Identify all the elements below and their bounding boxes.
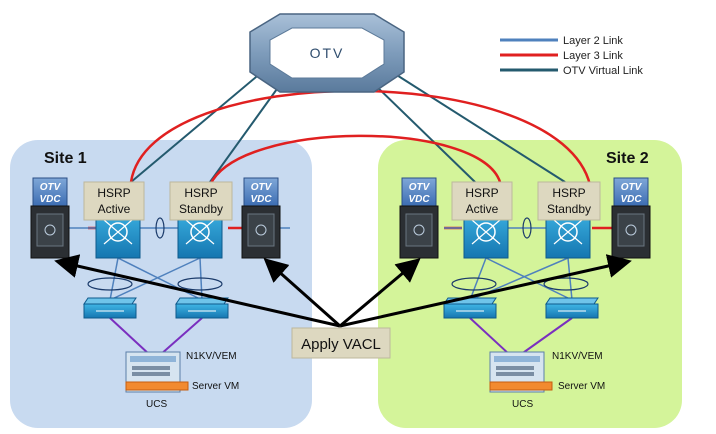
svg-text:Active: Active	[466, 202, 499, 216]
otv-cloud: OTV	[249, 13, 405, 93]
svg-text:OTV: OTV	[409, 182, 431, 193]
hsrp-active-site2: HSRP Active	[451, 181, 513, 221]
ucs-label-site1: UCS	[146, 399, 167, 410]
vacl-arrows	[54, 254, 632, 328]
otv-vdc-site2-left: OTV VDC	[399, 177, 439, 259]
svg-text:VDC: VDC	[39, 194, 61, 205]
svg-text:OTV: OTV	[40, 182, 62, 193]
access-switch-site2-a	[443, 297, 497, 319]
svg-text:HSRP: HSRP	[184, 186, 217, 200]
legend-layer2: Layer 2 Link	[563, 35, 623, 47]
site2-label: Site 2	[606, 150, 649, 167]
svg-text:HSRP: HSRP	[552, 186, 585, 200]
otv-vdc-site1-right: OTV VDC	[241, 177, 281, 259]
n1kv-label-site2: N1KV/VEM	[552, 351, 603, 362]
hsrp-standby-site1: HSRP Standby	[169, 181, 233, 221]
port-channel-marks	[87, 217, 589, 291]
svg-text:VDC: VDC	[408, 194, 430, 205]
access-switch-site1-a	[83, 297, 137, 319]
server-vm-label-site1: Server VM	[192, 381, 239, 392]
svg-text:OTV: OTV	[251, 182, 273, 193]
access-switch-site2-b	[545, 297, 599, 319]
legend: Layer 2 Link Layer 3 Link OTV Virtual Li…	[500, 35, 643, 77]
apply-vacl-callout: Apply VACL	[291, 327, 391, 359]
server-links	[109, 317, 573, 356]
hsrp-active-site1: HSRP Active	[83, 181, 145, 221]
core-switch-site2-b	[545, 205, 591, 259]
access-switch-site1-b	[175, 297, 229, 319]
otv-label: OTV	[310, 45, 345, 61]
svg-text:Standby: Standby	[179, 202, 223, 216]
site1-label: Site 1	[44, 150, 87, 167]
ucs-label-site2: UCS	[512, 399, 533, 410]
otv-vdc-site2-right: OTV VDC	[611, 177, 651, 259]
svg-text:HSRP: HSRP	[465, 186, 498, 200]
apply-vacl-label: Apply VACL	[301, 336, 381, 353]
otv-vdc-site1-left: OTV VDC	[30, 177, 70, 259]
server-vm-label-site2: Server VM	[558, 381, 605, 392]
svg-text:VDC: VDC	[250, 194, 272, 205]
svg-text:Standby: Standby	[547, 202, 591, 216]
legend-otv-virtual: OTV Virtual Link	[563, 65, 643, 77]
svg-text:OTV: OTV	[621, 182, 643, 193]
hsrp-standby-site2: HSRP Standby	[537, 181, 601, 221]
ucs-server-site1: N1KV/VEM Server VM UCS	[125, 351, 239, 410]
svg-text:VDC: VDC	[620, 194, 642, 205]
ucs-server-site2: N1KV/VEM Server VM UCS	[489, 351, 605, 410]
svg-text:Active: Active	[98, 202, 131, 216]
legend-layer3: Layer 3 Link	[563, 50, 623, 62]
otv-virtual-links	[130, 71, 566, 183]
n1kv-label-site1: N1KV/VEM	[186, 351, 237, 362]
svg-text:HSRP: HSRP	[97, 186, 130, 200]
